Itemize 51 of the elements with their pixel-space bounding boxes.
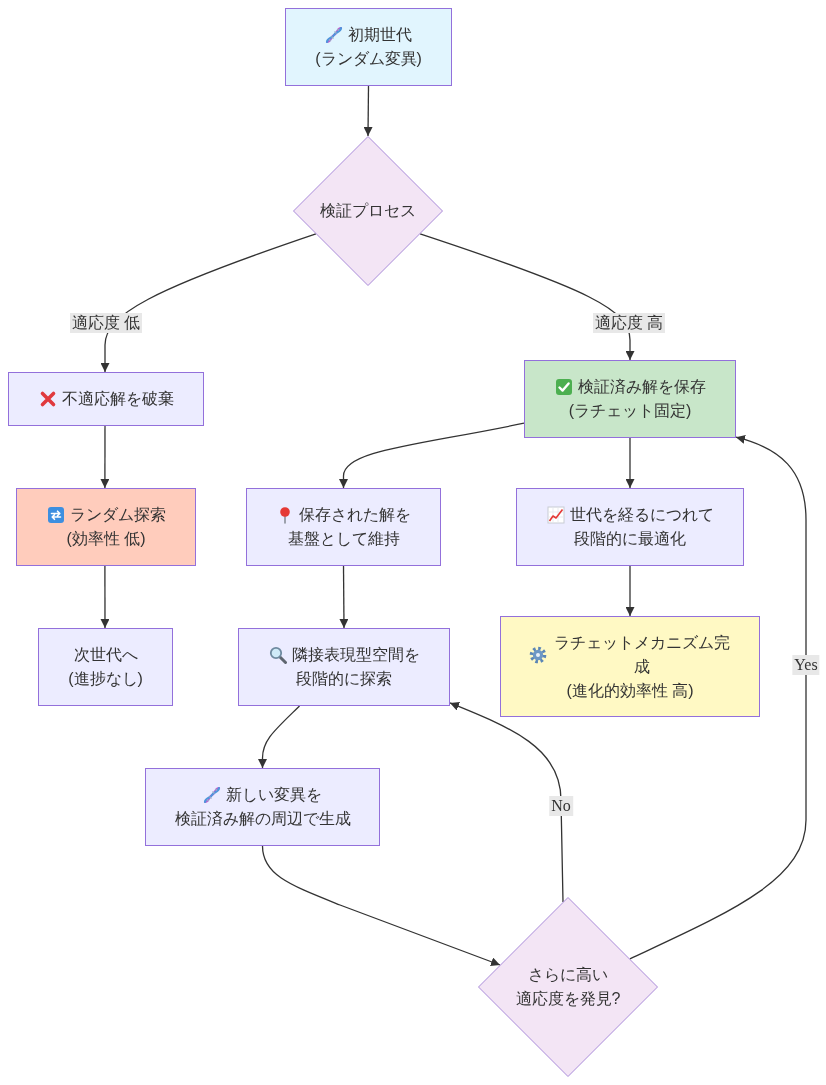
arrow [339, 565, 349, 629]
edge-label: 適応度 低 [70, 313, 142, 333]
process-box [516, 488, 744, 566]
process-box [8, 372, 204, 426]
arrow [625, 437, 635, 489]
arrow [261, 845, 501, 967]
process-box [145, 768, 380, 846]
arrow [363, 85, 373, 137]
node-label: 検証済み解を保存 [577, 377, 706, 397]
edge-label: Yes [792, 655, 820, 675]
process-box [16, 488, 196, 566]
arrow [419, 233, 635, 361]
node-label: 段階的に探索 [296, 669, 392, 689]
process-box [246, 488, 441, 566]
node-label: 新しい変異を [226, 785, 322, 805]
node-label: 基盤として維持 [287, 529, 400, 549]
edge-label: No [549, 796, 573, 816]
arrow [629, 435, 807, 960]
node-label: 初期世代 [348, 25, 412, 45]
node-label: 検証済み解の周辺で生成 [174, 809, 351, 829]
process-box [285, 8, 452, 86]
process-box [500, 616, 760, 717]
decision-diamond [293, 136, 443, 286]
node-label: 不適応解を破棄 [61, 389, 174, 409]
process-box [238, 628, 450, 706]
process-box [524, 360, 736, 438]
arrow [258, 705, 301, 769]
node-label: 世代を経るにつれて [569, 505, 714, 525]
node-label: 次世代へ [73, 645, 138, 665]
arrow [339, 422, 525, 489]
node-label: 保存された解を [299, 505, 411, 525]
process-box [38, 628, 173, 706]
node-label: (進捗なし) [68, 669, 143, 689]
arrow [625, 565, 635, 617]
node-label: 隣接表現型空間を [291, 645, 420, 665]
node-label: ラチェットメカニズム完成 [552, 632, 731, 677]
node-label: さらに高い [528, 965, 608, 985]
node-label: 検証プロセス [320, 201, 416, 221]
node-label: (進化的効率性 高) [566, 680, 694, 701]
arrow [100, 565, 110, 629]
node-label: (ランダム変異) [315, 49, 422, 69]
arrow [100, 425, 110, 489]
decision-diamond [478, 897, 658, 1077]
node-label: (効率性 低) [66, 529, 146, 549]
node-label: (ラチェット固定) [568, 401, 692, 421]
node-label: 段階的に最適化 [574, 529, 686, 549]
edge-label: 適応度 高 [593, 313, 665, 333]
node-label: ランダム探索 [69, 505, 166, 525]
arrow [100, 233, 317, 373]
node-label: 適応度を発見? [515, 989, 621, 1009]
arrow [449, 702, 564, 903]
